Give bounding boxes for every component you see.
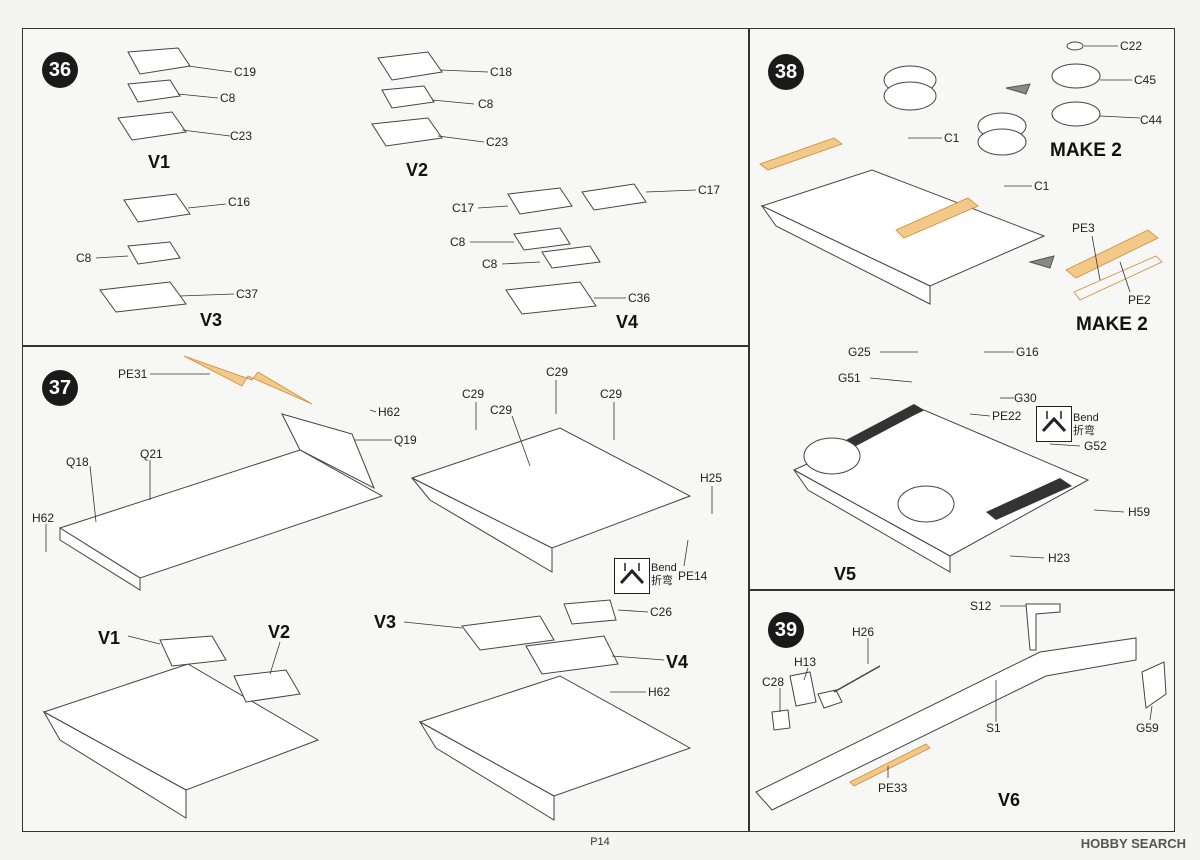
label-h62-a: H62 <box>378 405 400 419</box>
label-c29-b: C29 <box>546 365 568 379</box>
label-c23: C23 <box>230 129 252 143</box>
label-g16: G16 <box>1016 345 1039 359</box>
hull-v5 <box>792 351 1125 573</box>
label-h26: H26 <box>852 625 874 639</box>
bend-icon-38 <box>1036 406 1072 442</box>
label-c16: C16 <box>228 195 250 209</box>
label-g30: G30 <box>1014 391 1037 405</box>
label-g51: G51 <box>838 371 861 385</box>
label-h25: H25 <box>700 471 722 485</box>
step-39-badge: 39 <box>768 612 804 648</box>
bend-label: Bend <box>651 562 677 574</box>
label-h23: H23 <box>1048 551 1070 565</box>
label-c8: C8 <box>220 91 236 105</box>
hull-deck-right <box>410 380 713 573</box>
label-c18: C18 <box>490 65 512 79</box>
page-number: P14 <box>590 836 610 848</box>
label-c36: C36 <box>628 291 650 305</box>
variant-v4: V4 <box>616 312 638 332</box>
label-s12: S12 <box>970 599 992 613</box>
label-v4-37: V4 <box>666 652 688 672</box>
label-c8-v2: C8 <box>478 97 494 111</box>
hull-v3-v4 <box>403 599 692 821</box>
label-h59: H59 <box>1128 505 1150 519</box>
label-h62-b: H62 <box>32 511 54 525</box>
variant-v6: V6 <box>998 790 1020 810</box>
label-c8-v4b: C8 <box>482 257 498 271</box>
label-c45: C45 <box>1134 73 1156 87</box>
v4-assembly <box>470 183 697 315</box>
bend-text-38: Bend 折弯 <box>1073 412 1099 438</box>
label-h13: H13 <box>794 655 816 669</box>
label-pe14: PE14 <box>678 569 708 583</box>
bend-arrow-icon <box>619 563 645 585</box>
label-c22: C22 <box>1120 39 1142 53</box>
step-38-badge: 38 <box>768 54 804 90</box>
v3-assembly <box>95 193 235 313</box>
label-q19: Q19 <box>394 433 417 447</box>
label-c44: C44 <box>1140 113 1162 127</box>
label-pe33: PE33 <box>878 781 908 795</box>
bend-arrow-icon <box>1041 411 1067 433</box>
label-c37: C37 <box>236 287 258 301</box>
label-g59: G59 <box>1136 721 1159 735</box>
hull-v1-v2 <box>42 635 320 819</box>
bend-icon-37 <box>614 558 650 594</box>
label-pe2: PE2 <box>1128 293 1151 307</box>
step-36-badge: 36 <box>42 52 78 88</box>
bend-label-cn: 折弯 <box>1073 425 1095 437</box>
make-2-wheels: MAKE 2 <box>1050 140 1122 161</box>
hull-deck-left <box>45 355 392 591</box>
label-c19: C19 <box>234 65 256 79</box>
label-c17-a: C17 <box>452 201 474 215</box>
bend-text-37: Bend 折弯 <box>651 562 677 588</box>
label-c23-v2: C23 <box>486 135 508 149</box>
label-g52: G52 <box>1084 439 1107 453</box>
bend-label: Bend <box>1073 412 1099 424</box>
variant-v5: V5 <box>834 564 856 584</box>
label-c29-c: C29 <box>490 403 512 417</box>
label-q21: Q21 <box>140 447 163 461</box>
label-h62-c: H62 <box>648 685 670 699</box>
variant-v3: V3 <box>200 310 222 330</box>
label-q18: Q18 <box>66 455 89 469</box>
label-c1-a: C1 <box>944 131 960 145</box>
v2-assembly <box>371 51 489 147</box>
variant-v2: V2 <box>406 160 428 180</box>
bend-label-cn: 折弯 <box>651 575 673 587</box>
label-c26: C26 <box>650 605 672 619</box>
label-v1-37: V1 <box>98 628 120 648</box>
watermark: HOBBY SEARCH <box>1080 836 1186 851</box>
label-v3-37: V3 <box>374 612 396 632</box>
label-c28: C28 <box>762 675 784 689</box>
make-2-pe: MAKE 2 <box>1076 314 1148 335</box>
label-c29-d: C29 <box>600 387 622 401</box>
label-c17-b: C17 <box>698 183 720 197</box>
hull-side-v6 <box>755 603 1167 811</box>
label-c8-v4a: C8 <box>450 235 466 249</box>
hull-step-38 <box>759 41 1163 305</box>
label-s1: S1 <box>986 721 1001 735</box>
label-pe22: PE22 <box>992 409 1022 423</box>
label-pe3: PE3 <box>1072 221 1095 235</box>
label-c8-v3: C8 <box>76 251 92 265</box>
label-c29-a: C29 <box>462 387 484 401</box>
label-v2-37: V2 <box>268 622 290 642</box>
variant-v1: V1 <box>148 152 170 172</box>
label-c1-b: C1 <box>1034 179 1050 193</box>
label-pe31: PE31 <box>118 367 148 381</box>
label-g25: G25 <box>848 345 871 359</box>
step-37-badge: 37 <box>42 370 78 406</box>
v1-assembly <box>117 47 233 141</box>
